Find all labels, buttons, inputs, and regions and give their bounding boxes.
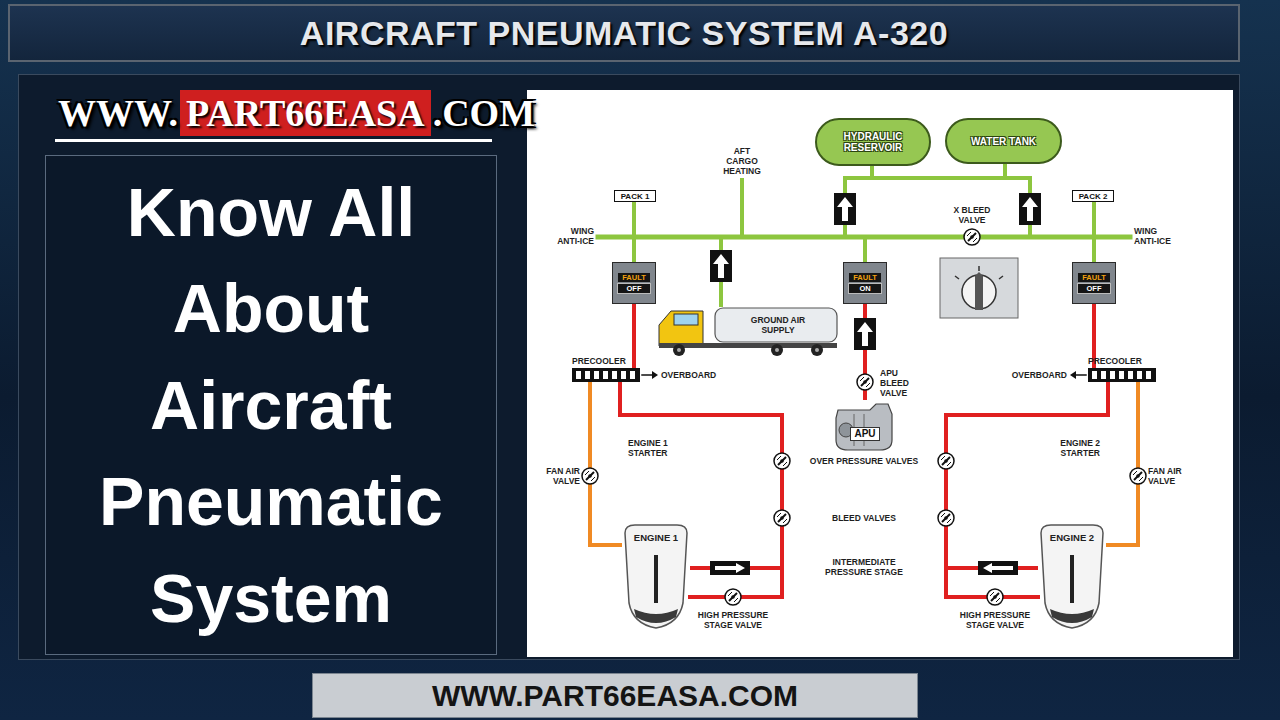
valve-symbol: [857, 374, 873, 390]
title-holder: AIRCRAFT PNEUMATIC SYSTEM A-320: [8, 4, 1240, 62]
part-label: BLEED VALVES: [814, 513, 914, 523]
node-text: PRECOOLER: [1088, 356, 1142, 366]
fault-legend: FAULT: [618, 273, 650, 282]
node-text: PACK 1: [621, 192, 650, 201]
node-text: APU: [850, 427, 879, 441]
pipe-connector: [1092, 202, 1096, 262]
part-label: OVERBOARD: [661, 370, 719, 380]
ip-stage-arrow: [710, 561, 750, 575]
ground-cart: GROUND AIR SUPPLY: [657, 305, 840, 357]
valve-symbol: [582, 468, 598, 484]
overboard-arrow: [1076, 374, 1086, 376]
engine: ENGINE 1: [622, 523, 690, 630]
flow-arrows: [710, 193, 1041, 575]
url-underline: [55, 139, 492, 142]
part-label: X BLEED VALVE: [951, 205, 993, 225]
node-text: GROUND AIR SUPPLY: [742, 315, 814, 335]
part-label: WING ANTI-ICE: [550, 226, 594, 246]
apu-manifold-pipe: [863, 237, 867, 262]
apu-unit: APU: [830, 400, 900, 454]
headline-box: Know All About Aircraft Pneumatic System: [45, 155, 497, 655]
bleed-pushbutton: FAULT OFF: [1072, 262, 1116, 304]
url-highlight: PART66EASA: [180, 90, 431, 136]
selector-pointer: [975, 272, 983, 310]
part-label: ENGINE 2 STARTER: [1052, 438, 1100, 458]
part-label: WING ANTI-ICE: [1134, 226, 1178, 246]
part-label: AFT CARGO HEATING: [718, 146, 766, 176]
selector-panel: [940, 258, 1018, 318]
reservoir-tank: HYDRAULIC RESERVOIR: [815, 118, 931, 166]
pipe-connector: [632, 304, 636, 368]
pipes: [598, 178, 1130, 597]
valve-symbol: [1130, 468, 1146, 484]
pack-box: PACK 2: [1072, 190, 1114, 202]
overboard-arrow: [642, 374, 652, 376]
xbleed-selector: [940, 258, 1018, 318]
engine: ENGINE 2: [1038, 523, 1106, 630]
node-text: PART66EASA: [186, 90, 425, 136]
flow-arrow: [854, 318, 876, 350]
precooler: PRECOOLER: [1088, 368, 1156, 382]
bleed-pushbutton: FAULT OFF: [612, 262, 656, 304]
part-label: APU BLEED VALVE: [880, 368, 920, 398]
ground-cart-drawing: [657, 305, 840, 357]
precooler-core: [572, 368, 640, 382]
pipe-connector: [946, 382, 1108, 568]
overboard-arrow: [652, 371, 658, 379]
node-text: PACK 2: [1079, 192, 1108, 201]
valve-symbol: [725, 589, 741, 605]
part-label: ENGINE 1 STARTER: [628, 438, 676, 458]
precooler-core: [1088, 368, 1156, 382]
fault-legend: FAULT: [1078, 273, 1110, 282]
part-label: INTERMEDIATE PRESSURE STAGE: [822, 557, 906, 577]
part-label: OVERBOARD: [1009, 370, 1067, 380]
pipe-connector: [590, 382, 622, 545]
valve-symbol: [938, 453, 954, 469]
flow-arrow: [1019, 193, 1041, 225]
valve-symbol: [964, 229, 980, 245]
precooler: PRECOOLER: [572, 368, 640, 382]
ip-stage-arrow: [978, 561, 1018, 575]
cargo-heat-pipe: [740, 180, 744, 237]
pipe-connector: [620, 382, 782, 568]
fault-legend: FAULT: [849, 273, 881, 282]
node-text: WATER TANK: [962, 136, 1046, 147]
pipe-connector: [1106, 382, 1138, 545]
part-label: HIGH PRESSURE STAGE VALVE: [955, 610, 1035, 630]
node-text: ENGINE 1: [634, 532, 678, 543]
switch-legend: ON: [849, 284, 881, 293]
valve-symbol: [774, 453, 790, 469]
part-label: FAN AIR VALVE: [1148, 466, 1186, 486]
part-label: HIGH PRESSURE STAGE VALVE: [693, 610, 773, 630]
footer-bar: WWW.PART66EASA.COM: [312, 673, 918, 718]
node-text: ENGINE 2: [1050, 532, 1094, 543]
node-text: PRECOOLER: [572, 356, 626, 366]
tank-pressure-pipe: [845, 178, 1030, 237]
url-text: WWW.: [58, 90, 178, 136]
reservoir-tank: WATER TANK: [945, 118, 1062, 164]
valve-symbol: [774, 510, 790, 526]
page-title: AIRCRAFT PNEUMATIC SYSTEM A-320: [300, 13, 948, 53]
pipe-connector: [632, 202, 636, 262]
node-text: Know All About Aircraft Pneumatic System: [61, 164, 481, 647]
url-text: .COM: [433, 90, 535, 136]
valve-symbol: [938, 510, 954, 526]
part-label: OVER PRESSURE VALVES: [799, 456, 929, 466]
switch-legend: OFF: [618, 284, 650, 293]
pipe-connector: [872, 164, 1005, 178]
flow-arrow: [710, 250, 732, 282]
switch-legend: OFF: [1078, 284, 1110, 293]
node-text: WWW.PART66EASA.COM: [432, 678, 798, 714]
overboard-arrow: [1070, 371, 1076, 379]
part-label: FAN AIR VALVE: [542, 466, 580, 486]
flow-arrow: [834, 193, 856, 225]
node-text: HYDRAULIC RESERVOIR: [831, 131, 915, 153]
bleed-pushbutton: FAULT ON: [843, 262, 887, 304]
valve-symbol: [987, 589, 1003, 605]
pack-box: PACK 1: [614, 190, 656, 202]
